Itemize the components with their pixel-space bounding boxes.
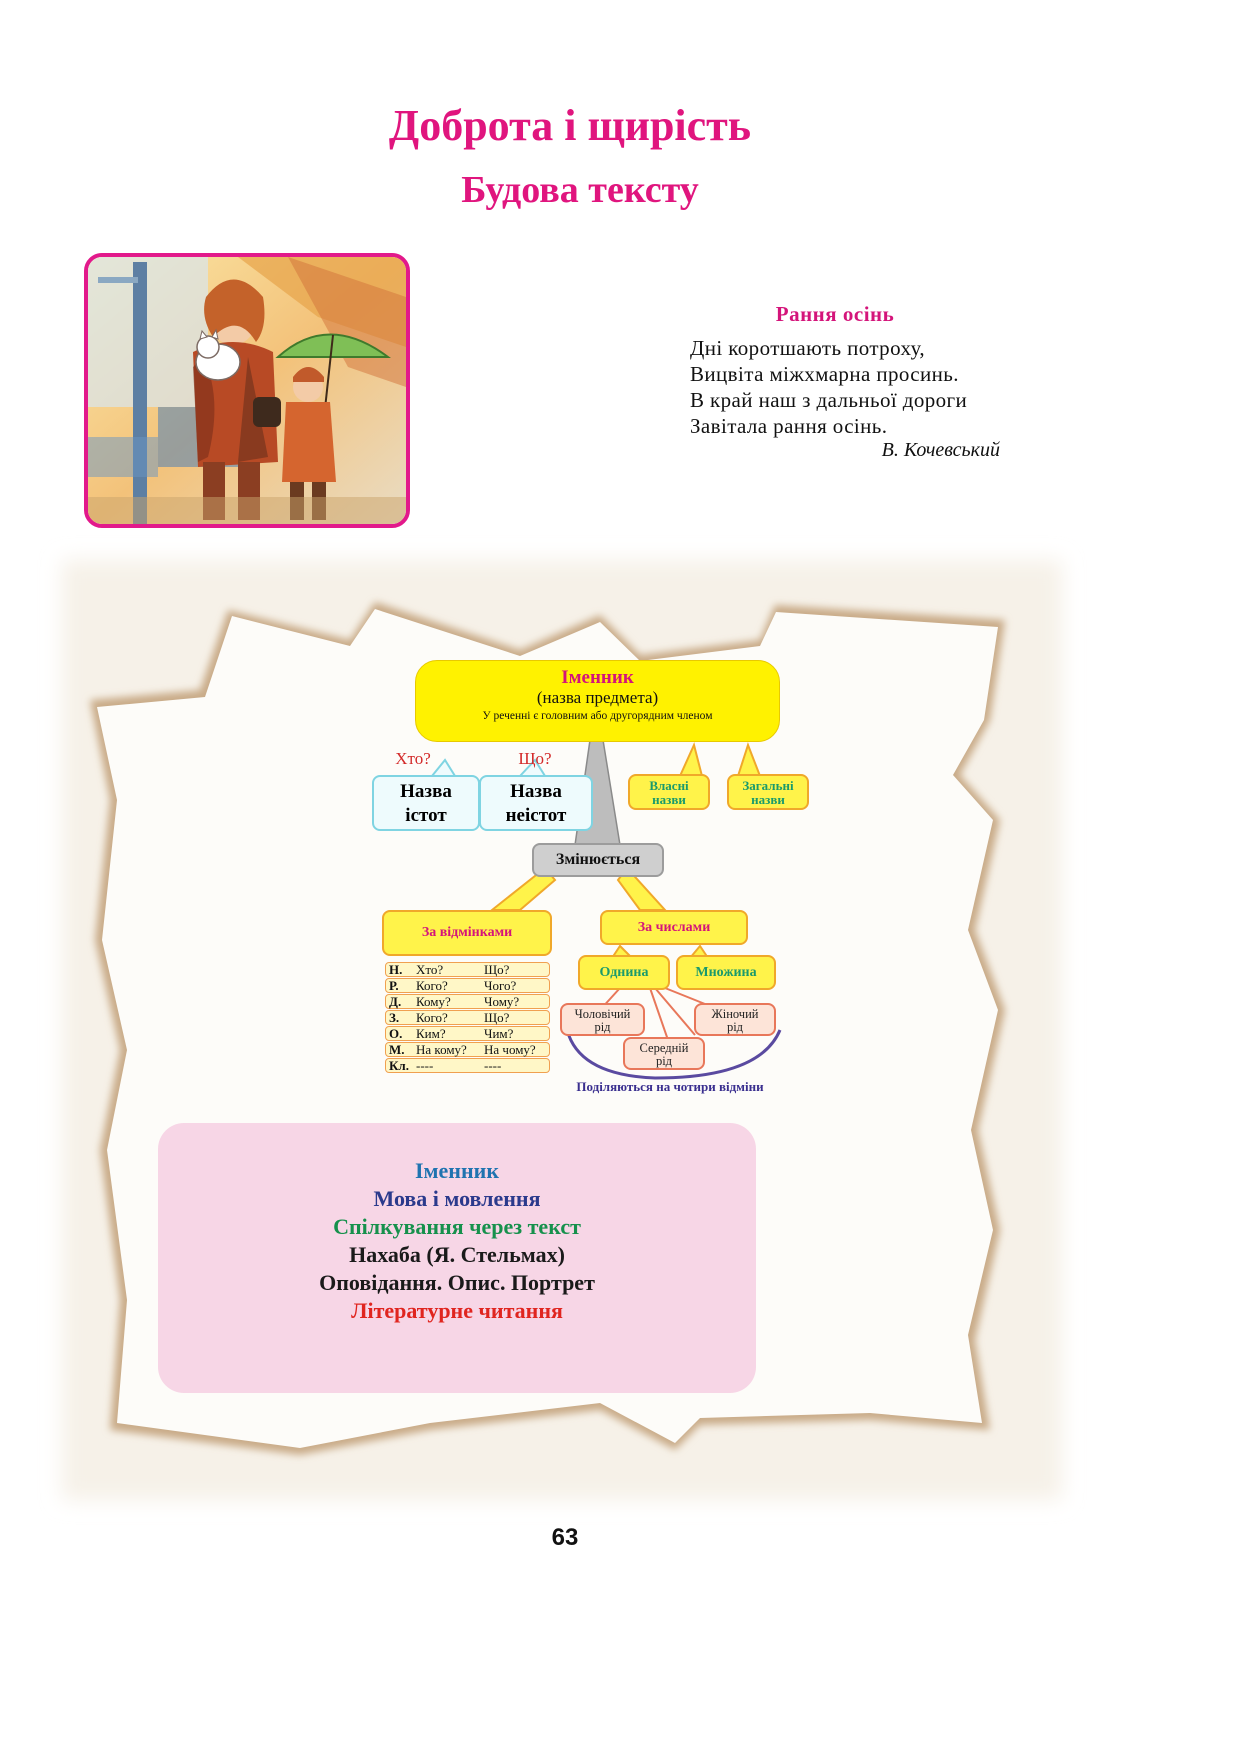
topic-communication-text: Спілкування через текст <box>333 1214 581 1239</box>
page-subtitle: Будова тексту <box>461 169 699 211</box>
common-line1: Загальні <box>742 778 794 793</box>
poem-line: Завітала рання осінь. <box>690 414 888 438</box>
common-line2: назви <box>751 792 785 807</box>
topic-language-speech: Мова і мовлення <box>373 1186 541 1211</box>
feminine-line2: рід <box>726 1020 744 1034</box>
common-names-box: Загальні назви <box>727 774 809 810</box>
case-row: М.На кому?На чому? <box>385 1042 550 1057</box>
neuter-line2: рід <box>655 1054 673 1068</box>
illustration-drawing <box>88 257 406 524</box>
declensions-note: Поділяються на чотири відміни <box>576 1079 764 1094</box>
proper-line1: Власні <box>649 778 689 793</box>
masculine-box: Чоловічий рід <box>560 1003 645 1036</box>
topic-literary-reading: Літературне читання <box>351 1298 563 1323</box>
noun-box-note: У реченні є головним або другорядним чле… <box>482 710 713 722</box>
noun-box-subtitle: (назва предмета) <box>536 688 659 707</box>
case-row: З.Кого?Що? <box>385 1010 550 1025</box>
animate-line2: істот <box>405 805 447 826</box>
by-cases-box: За відмінками <box>382 910 552 956</box>
plural-box: Множина <box>676 955 776 990</box>
poem-line: Вицвіта міжхмарна просинь. <box>690 362 959 386</box>
feminine-box: Жіночий рід <box>694 1003 776 1036</box>
question-what: Що? <box>518 749 552 768</box>
proper-line2: назви <box>652 792 686 807</box>
case-row: Д.Кому?Чому? <box>385 994 550 1009</box>
proper-names-box: Власні назви <box>628 774 710 810</box>
animate-line1: Назва <box>400 781 452 802</box>
changes-box: Змінюється <box>532 843 664 877</box>
neuter-box: Середній рід <box>623 1037 705 1070</box>
by-numbers-box: За числами <box>600 910 748 945</box>
poem: Рання осінь Дні коротшають потроху, Вицв… <box>690 302 1010 462</box>
topic-nakhaba: Нахаба (Я. Стельмах) <box>349 1242 565 1267</box>
case-row: Р.Кого?Чого? <box>385 978 550 993</box>
topic-noun: Іменник <box>414 1158 499 1183</box>
noun-box: Іменник (назва предмета) У реченні є гол… <box>415 660 780 742</box>
noun-box-title: Іменник <box>561 667 634 688</box>
masculine-line2: рід <box>594 1020 611 1034</box>
topics-box <box>158 1123 756 1393</box>
page-title: Доброта і щирість <box>388 101 752 150</box>
feminine-line1: Жіночий <box>711 1007 759 1021</box>
poem-line: Дні коротшають потроху, <box>690 336 926 360</box>
inanimate-box: Назва неістот <box>479 775 593 831</box>
poem-title: Рання осінь <box>775 302 895 326</box>
neuter-line1: Середній <box>639 1041 689 1055</box>
animate-box: Назва істот <box>372 775 480 831</box>
illustration-woman-with-cat <box>84 253 410 528</box>
topic-story-description: Оповідання. Опис. Портрет <box>319 1270 595 1295</box>
case-row: О.Ким?Чим? <box>385 1026 550 1041</box>
poem-text: Дні коротшають потроху, Вицвіта міжхмарн… <box>690 335 1010 439</box>
case-row: Н.Хто?Що? <box>385 962 550 977</box>
poem-author: В. Кочевський <box>881 439 1000 461</box>
singular-box: Однина <box>578 955 670 990</box>
question-who: Хто? <box>395 749 431 768</box>
masculine-line1: Чоловічий <box>574 1007 631 1021</box>
case-row: Кл.-------- <box>385 1058 550 1073</box>
inanimate-line2: неістот <box>505 805 567 826</box>
poem-line: В край наш з дальньої дороги <box>690 388 968 412</box>
inanimate-line1: Назва <box>510 781 562 802</box>
page-number: 63 <box>551 1524 579 1551</box>
